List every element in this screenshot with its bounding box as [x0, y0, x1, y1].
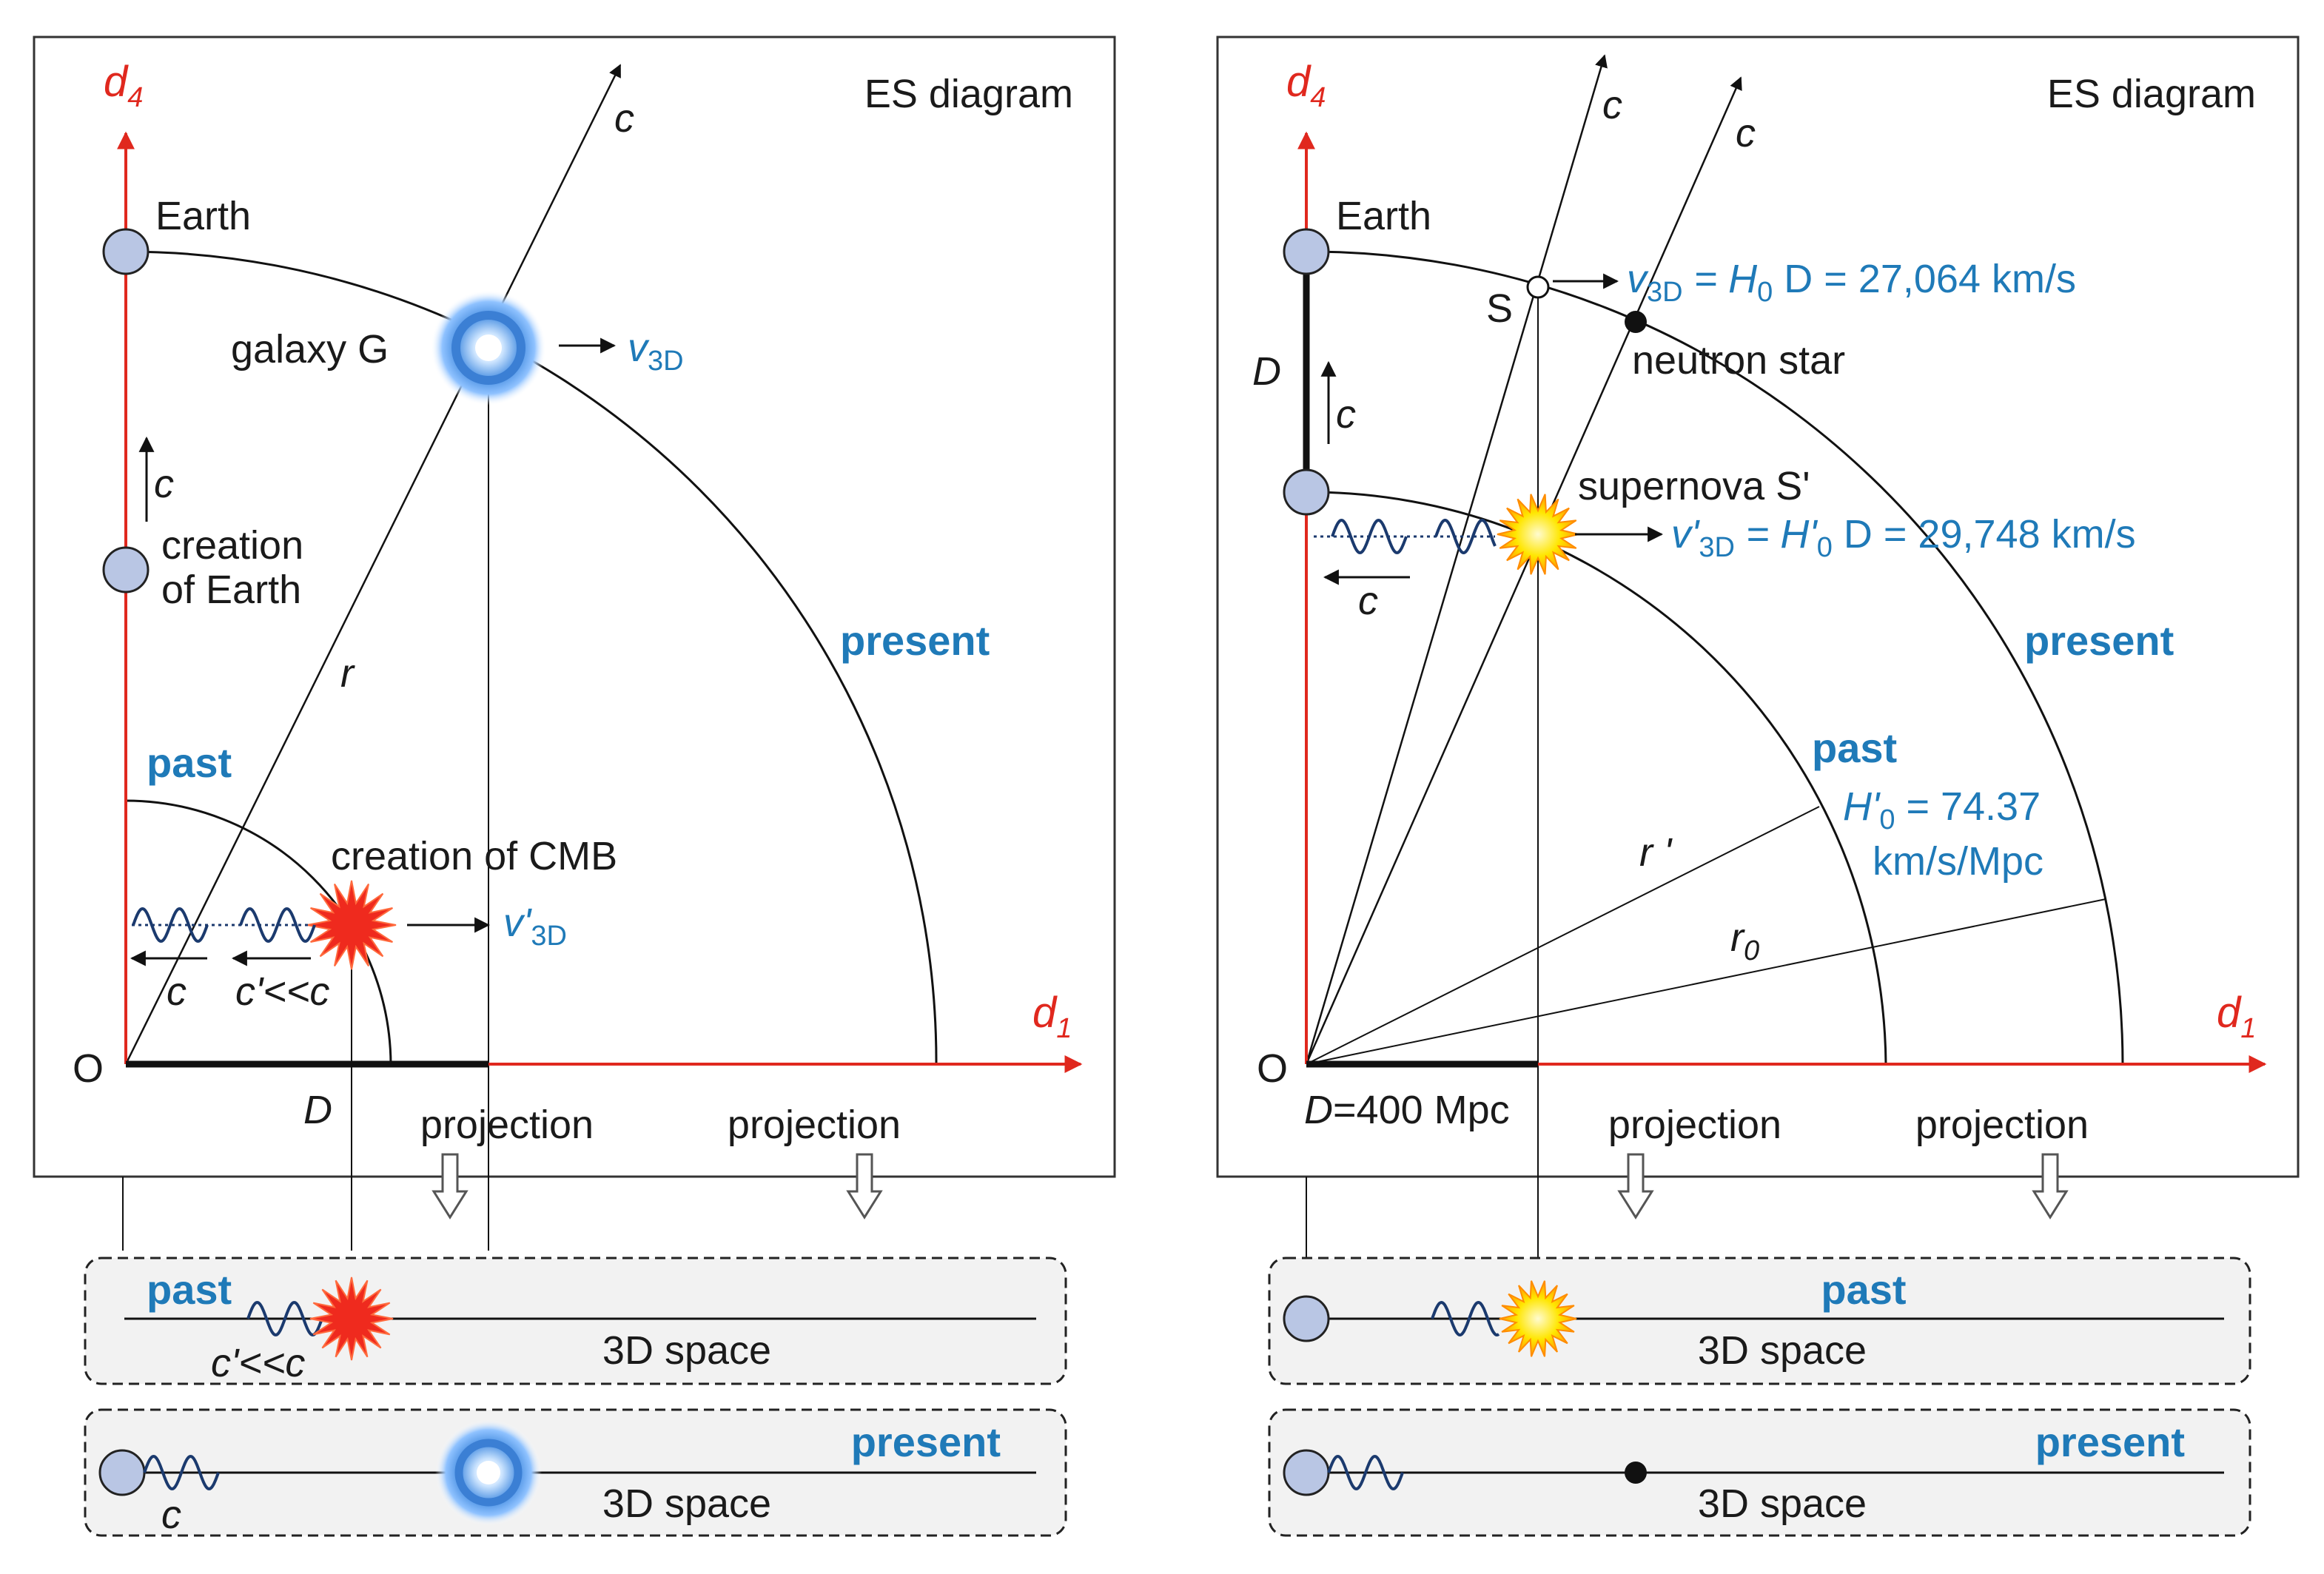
left-creation-earth-icon	[102, 546, 150, 593]
right-strip-present-neutron-star-icon	[1625, 1462, 1647, 1484]
right-neutron-label: neutron star	[1632, 338, 1845, 383]
left-strip-present-space: 3D space	[602, 1481, 771, 1526]
left-strip-present-c-label: c	[161, 1493, 181, 1537]
right-strip-past-label: past	[1821, 1266, 1906, 1313]
right-wave-2	[1434, 519, 1497, 554]
left-strip-past-c-label: c'<<c	[211, 1341, 305, 1385]
left-v3d-label: v3D	[628, 326, 684, 377]
right-c-top-label-1: c	[1602, 83, 1622, 127]
right-c-vertical-label: c	[1336, 392, 1356, 437]
right-supernova-label: supernova S'	[1578, 464, 1810, 508]
left-galaxy-label: galaxy G	[231, 327, 389, 371]
left-strip-past	[84, 1257, 1067, 1385]
left-strip-present-earth-icon	[98, 1449, 146, 1496]
left-axis-d4-label: d4	[104, 58, 143, 113]
right-strip-past	[1268, 1257, 2251, 1385]
right-strip-present-space: 3D space	[1698, 1481, 1867, 1526]
left-strip-past-label: past	[147, 1266, 232, 1313]
right-neutron-star-icon	[1625, 311, 1647, 333]
left-r-label: r	[340, 651, 355, 696]
right-title: ES diagram	[2047, 72, 2256, 116]
left-strip-past-explosion-icon	[309, 1277, 394, 1361]
right-S-label: S	[1486, 286, 1513, 331]
right-projection-label-1: projection	[1608, 1103, 1781, 1147]
right-panel: ES diagram d4 d1 O Earth c c S v3D = H0 …	[1216, 36, 2300, 1537]
left-c-bottom-label: c	[167, 969, 187, 1014]
left-wave-2	[239, 907, 316, 944]
right-past-arc	[1306, 491, 1887, 1065]
left-projection-arrow-1	[431, 1153, 469, 1220]
left-origin-label: O	[73, 1046, 104, 1091]
left-c-arrow-label: c	[154, 462, 174, 506]
left-D-label: D	[303, 1088, 332, 1132]
right-v3d-prime-equation: v'3D = H'0 D = 29,748 km/s	[1671, 512, 2136, 563]
right-radial-line-S	[1305, 54, 1608, 1065]
left-title: ES diagram	[864, 72, 1073, 116]
right-supernova-icon	[1497, 494, 1579, 575]
right-present-arc	[1306, 250, 2124, 1065]
right-present-label: present	[2024, 617, 2174, 664]
left-strip-present-label: present	[851, 1419, 1001, 1465]
right-radial-r-prime	[1306, 806, 1820, 1065]
right-wave-1	[1331, 518, 1408, 555]
left-cmb-explosion-icon	[306, 880, 397, 970]
left-radial-line	[124, 64, 622, 1065]
left-projection-label-2: projection	[728, 1103, 901, 1147]
right-projection-label-2: projection	[1915, 1103, 2089, 1147]
left-past-label: past	[147, 739, 232, 786]
right-earth-icon	[1283, 228, 1330, 275]
left-creation-earth-label-1: creation	[161, 523, 303, 568]
right-c-top-label-2: c	[1736, 111, 1756, 155]
right-point-S	[1526, 275, 1550, 299]
left-axis-d1-label: d1	[1032, 989, 1072, 1044]
left-present-label: present	[840, 617, 990, 664]
right-v3d-equation: v3D = H0 D = 27,064 km/s	[1627, 257, 2076, 308]
right-strip-past-space: 3D space	[1698, 1328, 1867, 1373]
right-strip-past-earth-icon	[1283, 1295, 1330, 1342]
right-c-wave-label: c	[1358, 579, 1378, 623]
left-panel: ES diagram d4 d1 O Earth creation of Ear…	[33, 36, 1116, 1537]
right-strip-past-supernova-icon	[1499, 1280, 1577, 1357]
right-projection-arrow-1	[1617, 1153, 1654, 1220]
left-present-arc	[125, 250, 938, 1065]
right-strip-present-earth-icon	[1283, 1449, 1330, 1496]
left-cmb-label: creation of CMB	[331, 834, 617, 878]
right-axis-d1-label: d1	[2217, 989, 2256, 1044]
left-projection-arrow-2	[846, 1153, 883, 1220]
left-strip-past-wave	[246, 1300, 323, 1337]
left-strip-present-wave	[143, 1454, 220, 1491]
right-radial-r0	[1306, 898, 2106, 1065]
left-wave-1	[132, 907, 209, 944]
right-strip-present-wave	[1327, 1454, 1404, 1491]
left-earth-label: Earth	[155, 194, 251, 238]
right-radial-line-neutron	[1305, 76, 1742, 1065]
left-galaxy-icon	[431, 290, 546, 406]
right-earth-label: Earth	[1336, 194, 1431, 238]
right-earth-past-icon	[1283, 468, 1330, 516]
right-H0-prime-unit: km/s/Mpc	[1873, 839, 2043, 884]
right-D-vertical-label: D	[1252, 349, 1281, 394]
left-c-prime-label: c'<<c	[235, 969, 329, 1014]
left-strip-present-galaxy-icon	[435, 1419, 542, 1526]
left-strip-past-space: 3D space	[602, 1328, 771, 1373]
right-projection-arrow-2	[2032, 1153, 2069, 1220]
left-panel-frame	[33, 36, 1116, 1178]
left-creation-earth-label-2: of Earth	[161, 568, 301, 612]
right-strip-present-label: present	[2035, 1419, 2185, 1465]
left-c-top-label: c	[614, 96, 634, 141]
left-projection-label-1: projection	[420, 1103, 594, 1147]
right-r0-label: r0	[1730, 915, 1759, 966]
right-past-label: past	[1812, 724, 1897, 771]
right-H0-prime-label: H'0 = 74.37	[1843, 784, 2041, 835]
right-D-equation-label: D=400 Mpc	[1304, 1088, 1510, 1132]
left-earth-icon	[102, 228, 150, 275]
right-strip-past-wave	[1431, 1300, 1500, 1337]
left-v3d-prime-label: v'3D	[503, 901, 567, 952]
right-axis-d4-label: d4	[1286, 58, 1326, 113]
left-past-arc	[125, 799, 392, 1065]
right-origin-label: O	[1257, 1046, 1288, 1091]
right-r-prime-label: r '	[1639, 830, 1673, 875]
